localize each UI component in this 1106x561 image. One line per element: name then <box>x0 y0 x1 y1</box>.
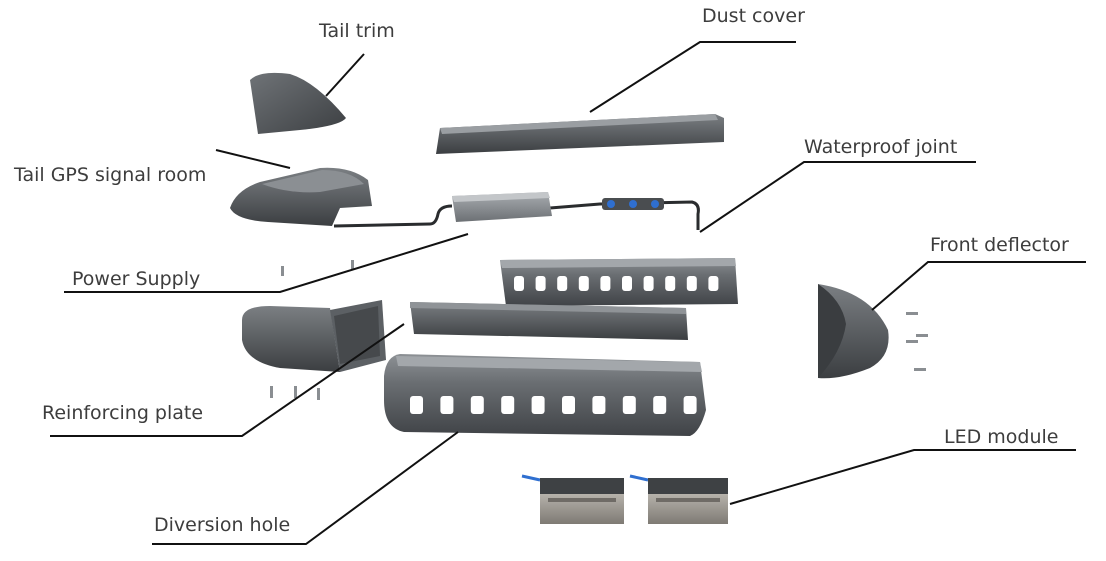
label-waterproof-joint: Waterproof joint <box>804 136 958 158</box>
diversion-hole <box>535 276 546 291</box>
label-tail-trim: Tail trim <box>319 20 395 42</box>
diversion-hole <box>410 396 423 414</box>
diversion-hole <box>440 396 454 414</box>
diversion-hole <box>686 276 697 291</box>
diversion-hole <box>665 276 676 291</box>
diversion-hole <box>531 396 545 414</box>
label-front-deflector: Front deflector <box>930 234 1069 256</box>
label-led-module: LED module <box>944 426 1059 448</box>
label-reinforcing-plate: Reinforcing plate <box>42 402 204 424</box>
reinforcing-plate-part <box>410 302 688 340</box>
upper-housing-part <box>500 258 738 306</box>
diversion-holes <box>410 396 697 414</box>
dust-cover-part <box>436 114 724 154</box>
leader-dust-cover <box>589 41 796 113</box>
front-deflector-part <box>818 284 889 379</box>
screws <box>270 260 928 400</box>
upper-diversion-holes <box>514 276 719 291</box>
leader-led-module <box>729 449 1076 505</box>
tail-trim-part <box>250 72 346 134</box>
lower-housing-part <box>384 354 706 436</box>
label-power-supply: Power Supply <box>72 268 201 290</box>
leader-reinforcing-plate <box>50 323 405 437</box>
led-module-1 <box>521 474 624 524</box>
diversion-hole <box>501 396 515 414</box>
diversion-hole <box>622 276 632 291</box>
leader-waterproof-joint <box>699 161 976 233</box>
tail-end-cap-part <box>242 300 386 372</box>
led-module-2 <box>629 474 728 524</box>
label-diversion-hole: Diversion hole <box>154 514 291 536</box>
diversion-hole <box>578 276 589 291</box>
diversion-hole <box>600 276 611 291</box>
diversion-hole <box>683 396 697 414</box>
tail-gps-signal-room-part <box>230 167 372 226</box>
diversion-hole <box>514 276 524 291</box>
diversion-hole <box>708 276 719 291</box>
leader-lines <box>50 41 1086 545</box>
diversion-hole <box>557 276 568 291</box>
waterproof-joint-part <box>602 198 664 210</box>
leader-tail-trim <box>325 53 365 97</box>
diversion-hole <box>622 396 636 414</box>
diversion-hole <box>592 396 606 414</box>
leader-power-supply <box>64 233 469 293</box>
leader-tail-gps <box>215 149 291 169</box>
leader-diversion-hole <box>152 431 459 545</box>
diversion-hole <box>562 396 575 414</box>
label-tail-gps-signal-room: Tail GPS signal room <box>14 164 207 186</box>
diversion-hole <box>643 276 654 291</box>
leader-front-deflector <box>871 261 1086 311</box>
diversion-hole <box>653 396 667 414</box>
label-dust-cover: Dust cover <box>702 5 805 27</box>
diversion-hole <box>470 396 484 414</box>
power-supply-part <box>333 192 700 230</box>
